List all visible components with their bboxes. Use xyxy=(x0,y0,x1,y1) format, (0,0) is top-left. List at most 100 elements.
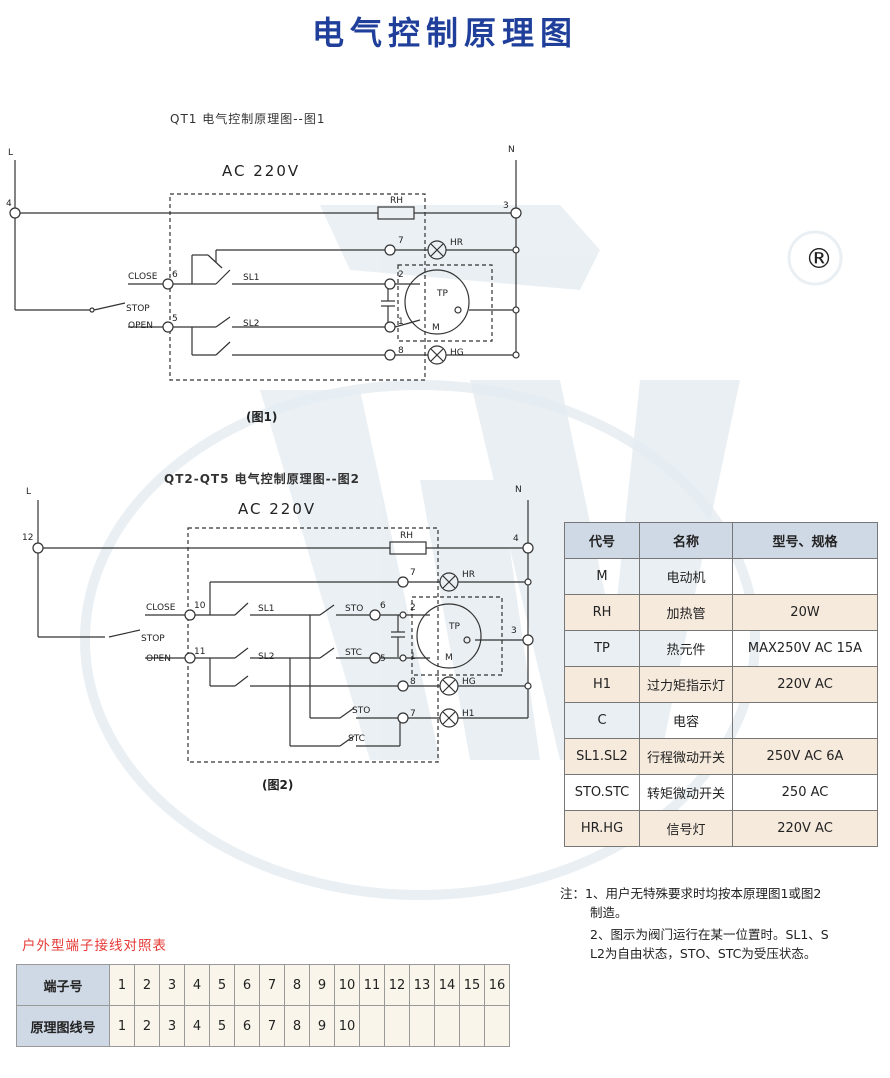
spec-cell: SL1.SL2 xyxy=(564,738,640,775)
terminal-cell: 4 xyxy=(184,1005,210,1047)
terminal-cell: 6 xyxy=(234,1005,260,1047)
d2-N: N xyxy=(515,485,522,495)
d1-t2: 2 xyxy=(398,270,404,280)
d1-N: N xyxy=(508,145,515,155)
spec-cell: M xyxy=(564,558,640,595)
notes: 注：1、用户无特殊要求时均按本原理图1或图2 制造。 2、图示为阀门运行在某一位… xyxy=(560,884,885,963)
d1-t7: 7 xyxy=(398,236,404,246)
terminal-cell: 15 xyxy=(459,964,485,1006)
note-1: 注：1、用户无特殊要求时均按本原理图1或图2 xyxy=(560,886,822,901)
d2-STC2: STC xyxy=(348,734,365,744)
spec-cell: 信号灯 xyxy=(639,810,733,847)
terminal-cell: 4 xyxy=(184,964,210,1006)
d2-SL1: SL1 xyxy=(258,604,274,614)
spec-cell: 加热管 xyxy=(639,594,733,631)
spec-cell: RH xyxy=(564,594,640,631)
terminal-cell: 16 xyxy=(484,964,510,1006)
terminal-cell: 6 xyxy=(234,964,260,1006)
d2-t6: 6 xyxy=(380,601,386,611)
spec-cell: 220V AC xyxy=(732,810,878,847)
d2-M: M xyxy=(445,653,453,663)
d1-RH: RH xyxy=(390,196,403,206)
d1-OPEN: OPEN xyxy=(128,321,153,331)
d2-t1: 1 xyxy=(410,652,416,662)
terminal-cell: 9 xyxy=(309,964,335,1006)
d2-SL2: SL2 xyxy=(258,652,274,662)
d1-L: L xyxy=(8,148,13,158)
d2-RH: RH xyxy=(400,531,413,541)
spec-cell: 行程微动开关 xyxy=(639,738,733,775)
terminal-cell: 2 xyxy=(134,1005,160,1047)
spec-cell: H1 xyxy=(564,666,640,703)
terminal-cell: 10 xyxy=(334,964,360,1006)
terminal-cell: 14 xyxy=(434,964,460,1006)
spec-header: 名称 xyxy=(639,522,733,559)
d1-SL2: SL2 xyxy=(243,319,259,329)
d1-HG: HG xyxy=(450,348,464,358)
terminal-cell: 10 xyxy=(334,1005,360,1047)
spec-header: 代号 xyxy=(564,522,640,559)
terminal-cell: 1 xyxy=(109,1005,135,1047)
d2-STO2: STO xyxy=(352,706,370,716)
note-2-cont: L2为自由状态，STO、STC为受压状态。 xyxy=(590,946,817,961)
spec-cell: 过力矩指示灯 xyxy=(639,666,733,703)
terminal-cell xyxy=(484,1005,510,1047)
diagram1-caption: QT1 电气控制原理图--图1 xyxy=(170,112,326,126)
terminal-cell: 7 xyxy=(259,964,285,1006)
spec-cell: 电动机 xyxy=(639,558,733,595)
d1-SL1: SL1 xyxy=(243,273,259,283)
terminal-cell xyxy=(459,1005,485,1047)
terminal-cell: 2 xyxy=(134,964,160,1006)
d1-M: M xyxy=(432,323,440,333)
d1-HR: HR xyxy=(450,238,463,248)
terminal-row-numbers: 端子号 1 2 3 4 5 6 7 8 9 10 11 12 13 14 15 … xyxy=(16,964,510,1006)
spec-cell xyxy=(732,558,878,595)
page-title: 电气控制原理图 xyxy=(311,14,578,52)
d1-t3: 3 xyxy=(503,201,509,211)
d1-STOP: STOP xyxy=(126,304,150,314)
d2-HG: HG xyxy=(462,677,476,687)
d2-CLOSE: CLOSE xyxy=(146,603,176,613)
diagram2-caption: QT2-QT5 电气控制原理图--图2 xyxy=(164,472,360,486)
terminal-cell: 1 xyxy=(109,964,135,1006)
d2-t11: 11 xyxy=(194,647,205,657)
spec-cell: STO.STC xyxy=(564,774,640,811)
diagram1-figure-label: (图1) xyxy=(246,410,278,424)
spec-cell: HR.HG xyxy=(564,810,640,847)
spec-cell: 250V AC 6A xyxy=(732,738,878,775)
d2-L: L xyxy=(26,487,31,497)
d1-t6: 6 xyxy=(172,270,178,280)
d1-t4: 4 xyxy=(6,199,12,209)
spec-header: 型号、规格 xyxy=(732,522,878,559)
terminal-table-title: 户外型端子接线对照表 xyxy=(22,938,167,954)
diagram2-figure-label: (图2) xyxy=(262,778,294,792)
terminal-cell xyxy=(434,1005,460,1047)
d2-STC1: STC xyxy=(345,648,362,658)
d2-t2: 2 xyxy=(410,603,416,613)
terminal-cell: 11 xyxy=(359,964,385,1006)
d1-CLOSE: CLOSE xyxy=(128,272,158,282)
diagram2-supply: AC 220V xyxy=(238,500,317,518)
spec-cell: 转矩微动开关 xyxy=(639,774,733,811)
terminal-cell: 5 xyxy=(209,1005,235,1047)
terminal-row-lines: 原理图线号 1 2 3 4 5 6 7 8 9 10 xyxy=(16,1005,510,1047)
d2-t5: 5 xyxy=(380,654,386,664)
terminal-cell: 13 xyxy=(409,964,435,1006)
d2-t12: 12 xyxy=(22,533,33,543)
terminal-cell: 8 xyxy=(284,964,310,1006)
d1-TP: TP xyxy=(436,289,448,299)
terminal-table: 端子号 1 2 3 4 5 6 7 8 9 10 11 12 13 14 15 … xyxy=(16,964,510,1047)
spec-cell: 250 AC xyxy=(732,774,878,811)
registered-mark: ® xyxy=(805,242,833,275)
d2-STO1: STO xyxy=(345,604,363,614)
d2-TP: TP xyxy=(448,622,460,632)
terminal-cell: 3 xyxy=(159,964,185,1006)
